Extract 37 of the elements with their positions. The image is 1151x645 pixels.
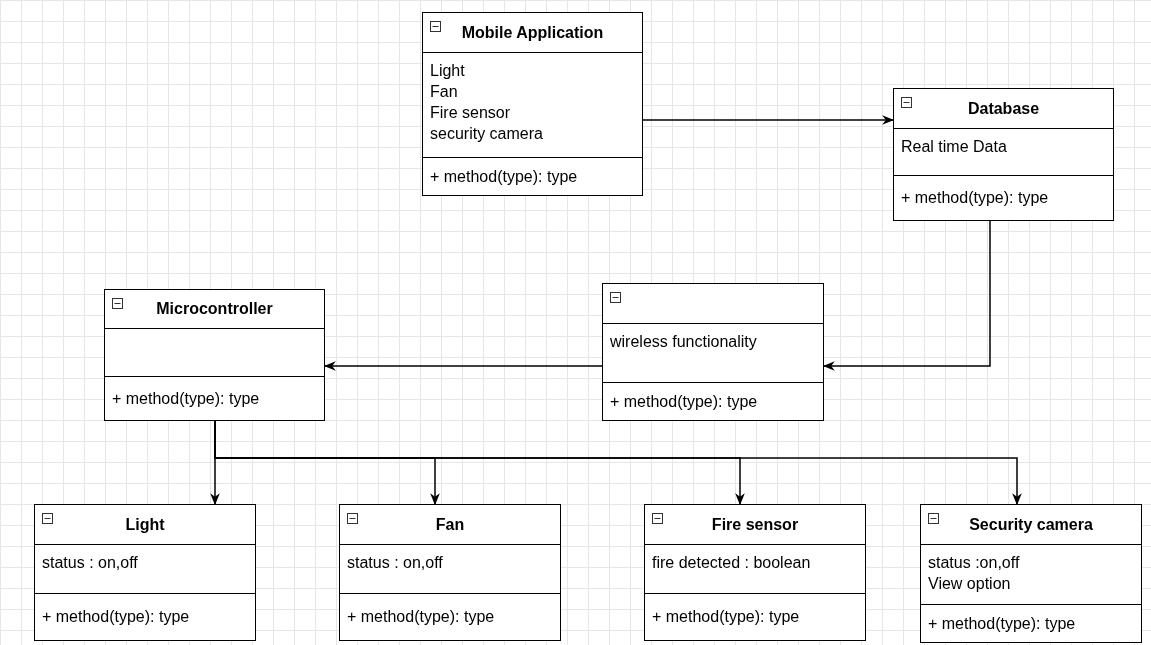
arrow: [822, 220, 991, 371]
arrow: [642, 115, 895, 125]
class-name: Security camera: [969, 514, 1093, 535]
method-text: + method(type): type: [928, 613, 1076, 634]
attribute-text: status :on,off: [928, 553, 1020, 573]
attribute-text: Fire sensor: [430, 103, 511, 123]
method-text: + method(type): type: [610, 391, 758, 412]
class-name: Fire sensor: [711, 514, 799, 535]
attribute-text: fire detected : boolean: [652, 553, 811, 573]
method-text: + method(type): type: [347, 607, 495, 627]
class-name: Light: [125, 514, 165, 535]
class-box: [893, 88, 1114, 221]
class-box: [422, 12, 643, 196]
attribute-text: status : on,off: [347, 553, 443, 573]
class-box: [34, 504, 256, 641]
method-text: + method(type): type: [652, 607, 800, 627]
attribute-text: Light: [430, 61, 465, 81]
method-text: + method(type): type: [430, 166, 578, 187]
class-name: Fan: [435, 514, 465, 535]
class-box: [339, 504, 561, 641]
attribute-text: status : on,off: [42, 553, 138, 573]
method-text: + method(type): type: [112, 388, 260, 409]
method-text: + method(type): type: [42, 607, 190, 627]
attribute-text: Fan: [430, 82, 458, 102]
class-box: [644, 504, 866, 641]
method-text: + method(type): type: [901, 188, 1049, 208]
attribute-text: security camera: [430, 124, 543, 144]
class-name: Microcontroller: [156, 299, 273, 319]
class-name: Database: [967, 98, 1040, 119]
attribute-text: View option: [928, 574, 1011, 594]
attribute-text: Real time Data: [901, 137, 1007, 157]
class-box: [920, 504, 1142, 643]
arrow: [323, 361, 603, 371]
attribute-text: wireless functionality: [610, 332, 757, 352]
class-box: [104, 289, 325, 421]
class-name: Mobile Application: [461, 22, 604, 43]
class-box: [602, 283, 824, 421]
